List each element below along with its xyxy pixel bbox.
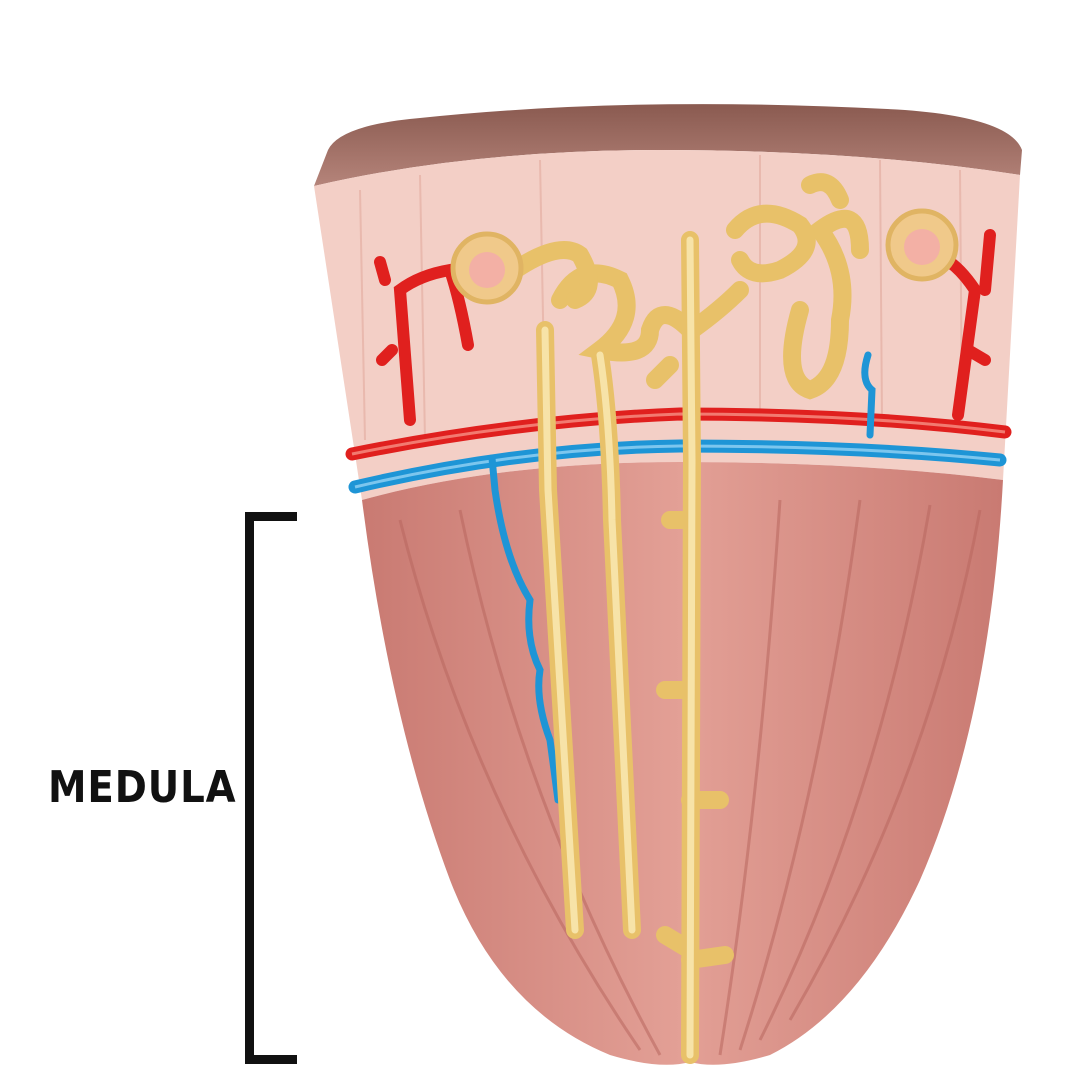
glomerulus-right — [885, 208, 959, 282]
medulla-striations — [398, 499, 982, 1056]
interlobular-vein — [861, 351, 876, 439]
renal-capsule — [314, 104, 1022, 186]
nephron-tubules-highlight — [541, 236, 696, 1059]
interlobular-arteries — [374, 229, 996, 426]
vasa-recta-vein — [488, 454, 562, 804]
glomerulus-left — [450, 231, 524, 305]
medulla-bracket — [245, 512, 297, 1064]
medula-label: MEDULA — [48, 762, 237, 813]
